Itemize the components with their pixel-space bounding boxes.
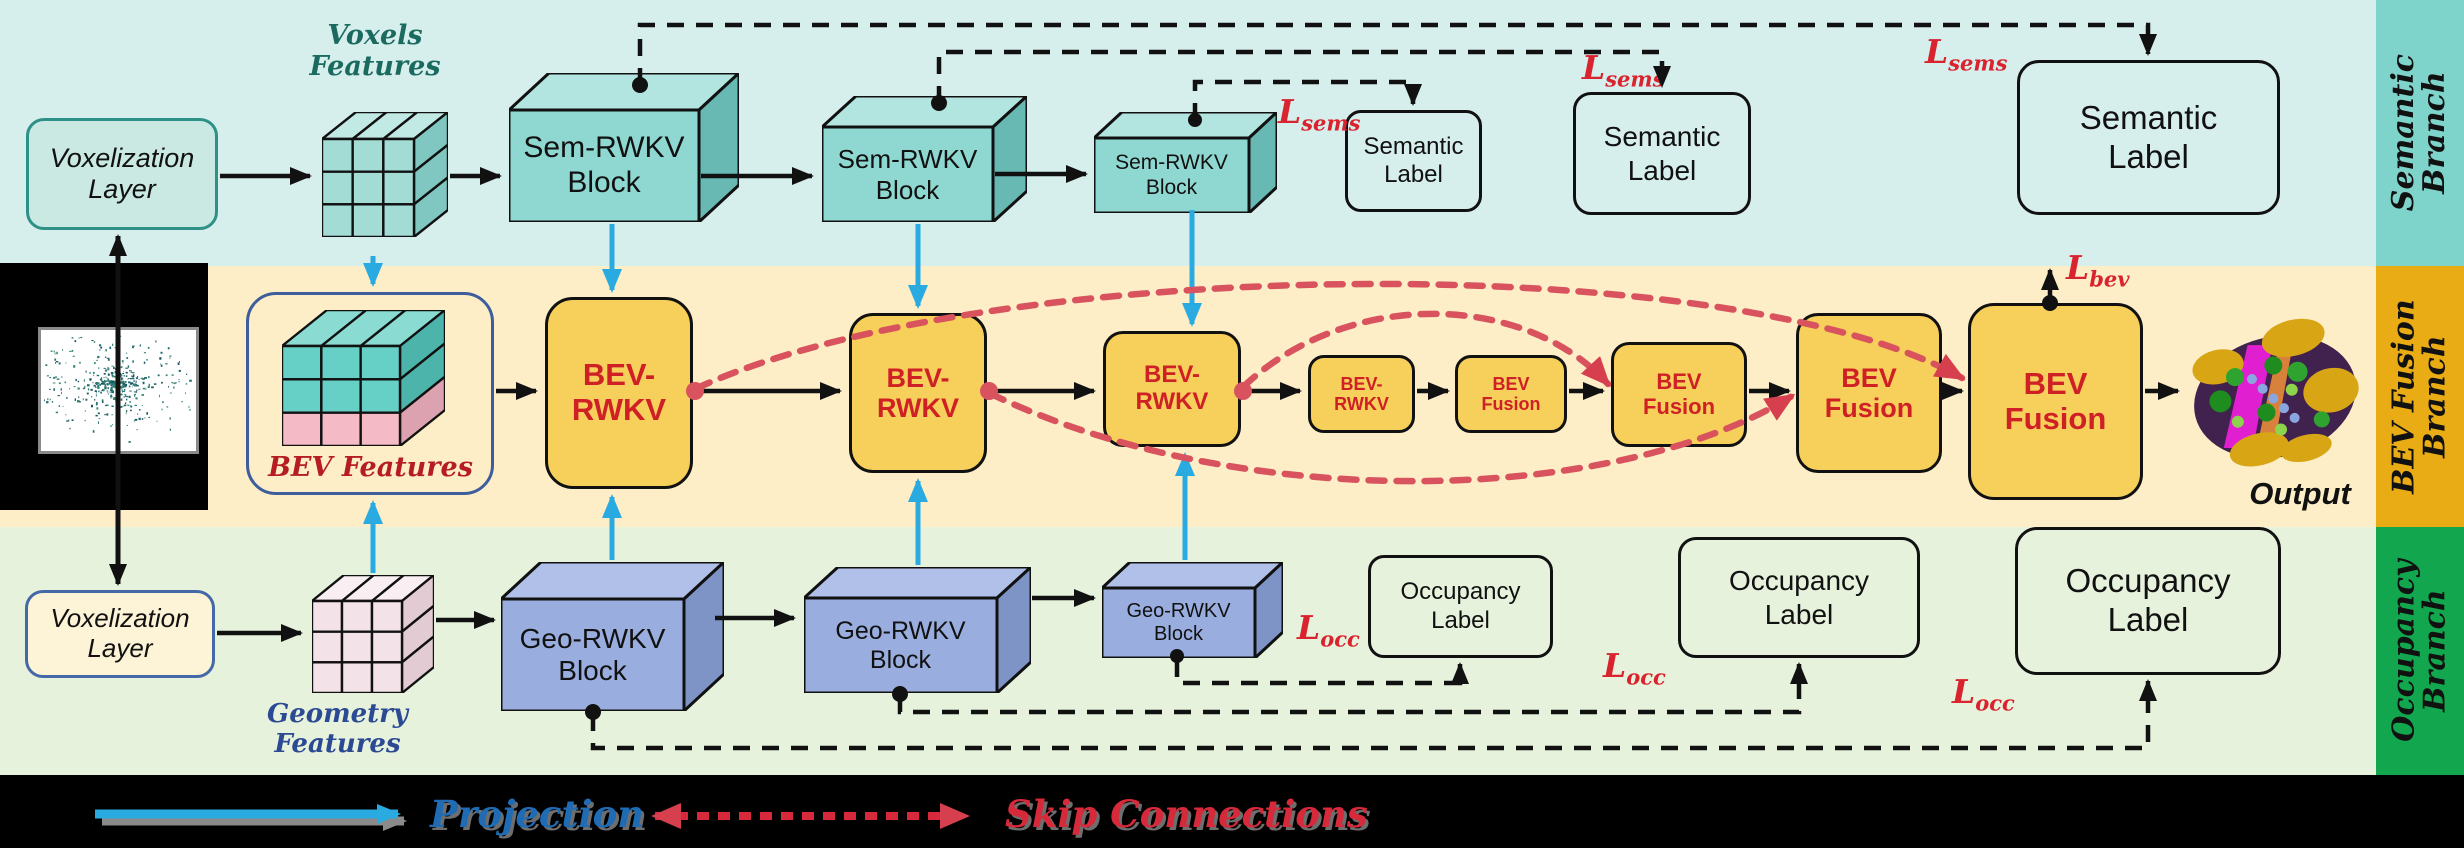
- voxels-features-label: Voxels Features: [309, 20, 441, 83]
- geometry-features-cube: [312, 575, 434, 693]
- geometry-features-label: Geometry Features: [267, 699, 408, 759]
- legend-band: [0, 775, 2464, 848]
- input-point-cloud-image: [38, 327, 199, 454]
- loss-occ-2: Locc: [1603, 646, 1666, 690]
- loss-bev: Lbev: [2066, 248, 2130, 292]
- bev-rwkv-3: BEV-RWKV: [1103, 331, 1241, 447]
- output-label: Output: [2249, 476, 2351, 511]
- legend-skip-connections-label: Skip Connections: [1005, 792, 1368, 836]
- bev-features-cube: [282, 310, 445, 446]
- loss-occ-3: Locc: [1952, 672, 2015, 716]
- legend-projection-label: Projection: [430, 792, 645, 836]
- voxelization-layer-bottom: Voxelization Layer: [25, 590, 215, 678]
- bev-rwkv-1: BEV-RWKV: [545, 297, 693, 489]
- loss-sems-2: Lsems: [1582, 48, 1665, 92]
- output-visualization: [2185, 312, 2365, 482]
- loss-sems-3: Lsems: [1925, 32, 2008, 76]
- bev-rwkv-4: BEV-RWKV: [1308, 355, 1415, 433]
- voxelization-layer-top: Voxelization Layer: [26, 118, 218, 230]
- loss-sems-1: Lsems: [1278, 92, 1361, 136]
- loss-occ-1: Locc: [1297, 608, 1360, 652]
- bev-rwkv-2: BEV-RWKV: [849, 313, 987, 473]
- bev-features-container: [246, 292, 494, 495]
- bev-features-label: BEV Features: [268, 452, 473, 483]
- voxels-features-cube: [322, 112, 448, 237]
